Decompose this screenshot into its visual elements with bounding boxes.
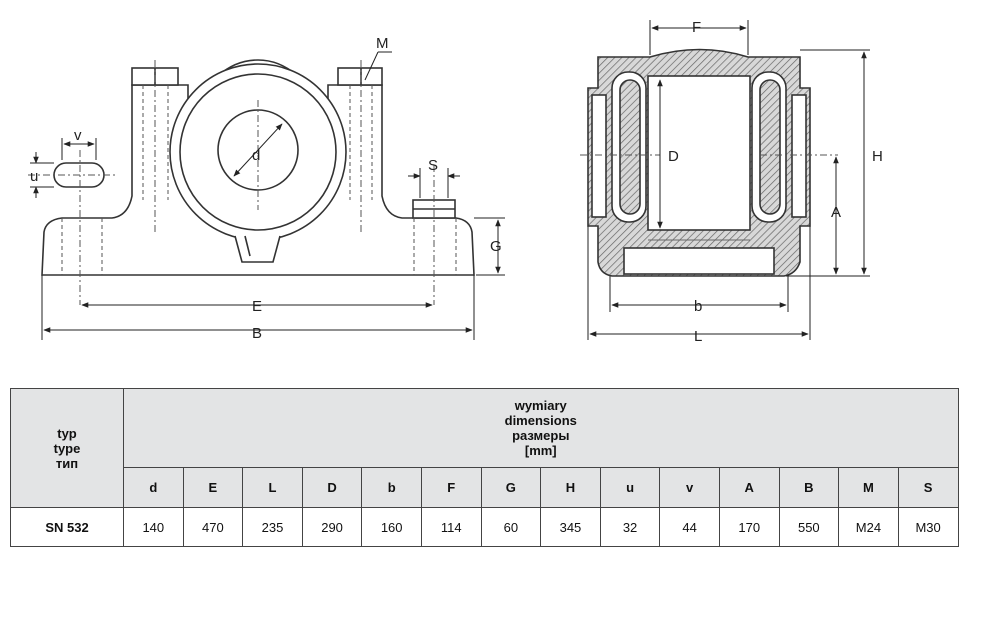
label-B: B <box>252 325 262 342</box>
table-cell: 32 <box>599 507 661 547</box>
label-M: M <box>376 35 389 52</box>
label-E: E <box>252 298 262 315</box>
col-header-G: G <box>480 467 542 508</box>
table-cell: 550 <box>778 507 840 547</box>
technical-drawing: M v u d S G E B <box>28 19 883 345</box>
side-view <box>587 48 811 277</box>
col-header-A: A <box>718 467 780 508</box>
table-cell: 60 <box>480 507 542 547</box>
table-header-row: typ type тип wymiary dimensions размеры … <box>10 388 959 508</box>
label-b: b <box>694 298 702 315</box>
col-header-S: S <box>897 467 959 508</box>
table-cell: 160 <box>361 507 422 547</box>
col-header-v: v <box>659 467 720 508</box>
col-header-B: B <box>778 467 840 508</box>
col-header-E: E <box>182 467 244 508</box>
col-header-u: u <box>599 467 661 508</box>
type-cell: SN 532 <box>10 507 124 547</box>
dimensions-group-header: wymiary dimensions размеры [mm] <box>123 388 959 468</box>
col-header-d: d <box>123 467 184 508</box>
label-G: G <box>490 238 502 255</box>
table-cell: 140 <box>123 507 184 547</box>
dimensions-table: typ type тип wymiary dimensions размеры … <box>10 388 959 547</box>
table-cell: 170 <box>718 507 780 547</box>
table-cell: M24 <box>838 507 899 547</box>
label-v: v <box>74 127 82 144</box>
table-cell: 345 <box>540 507 601 547</box>
label-d: d <box>252 147 260 164</box>
col-header-H: H <box>540 467 601 508</box>
table-cell: 235 <box>242 507 303 547</box>
label-u: u <box>30 168 38 185</box>
label-F: F <box>692 19 701 36</box>
table-cell: 114 <box>420 507 482 547</box>
table-cell: 44 <box>659 507 720 547</box>
label-A: A <box>831 204 841 221</box>
label-S: S <box>428 157 438 174</box>
col-header-M: M <box>838 467 899 508</box>
col-header-D: D <box>301 467 363 508</box>
col-header-L: L <box>242 467 303 508</box>
type-header: typ type тип <box>10 388 124 508</box>
label-D: D <box>668 148 679 165</box>
col-header-b: b <box>361 467 422 508</box>
column-header-row: d E L D b F G H u v A B M S <box>11 467 959 508</box>
table-cell: 290 <box>301 507 363 547</box>
label-H: H <box>872 148 883 165</box>
label-L: L <box>694 328 702 345</box>
table-cell: 470 <box>182 507 244 547</box>
table-cell: M30 <box>897 507 959 547</box>
table-row: SN 532 140 470 235 290 160 114 60 345 32… <box>10 507 959 547</box>
col-header-F: F <box>420 467 482 508</box>
front-view <box>41 59 475 276</box>
